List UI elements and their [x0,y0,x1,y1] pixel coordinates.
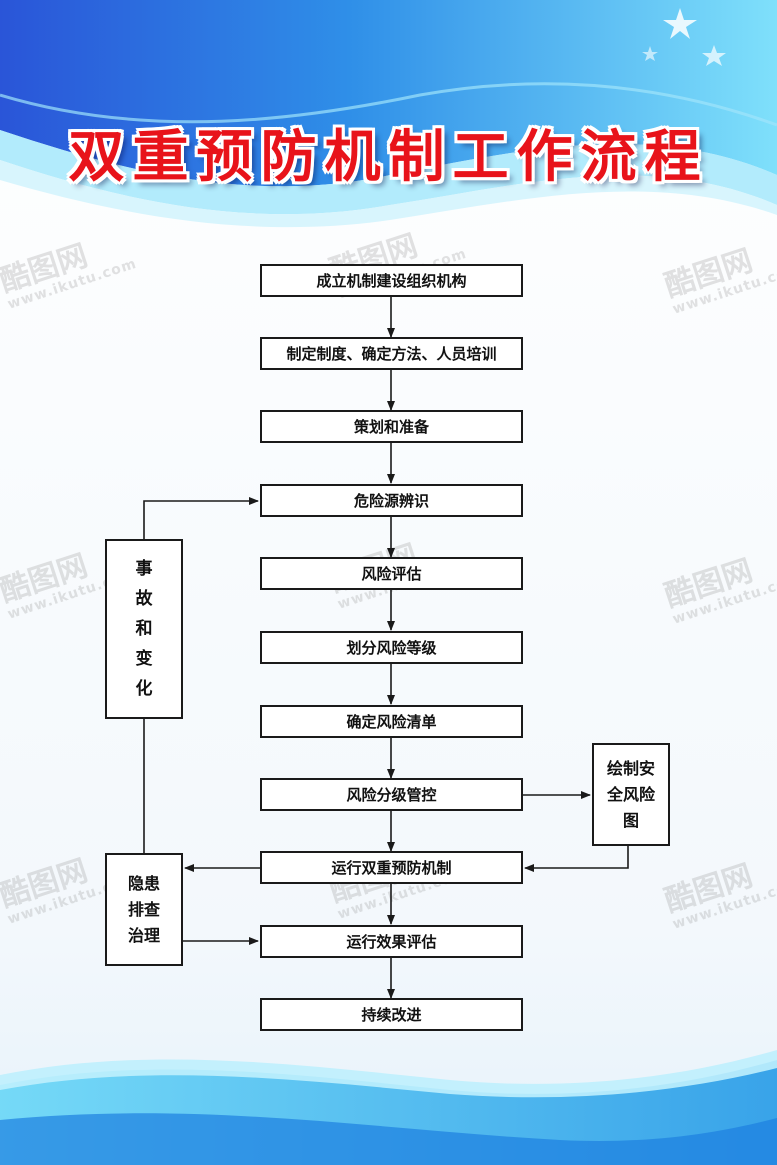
side-hazard-governance: 隐患 排查 治理 [105,853,183,966]
step-effect-evaluation: 运行效果评估 [260,925,523,958]
step-risk-control: 风险分级管控 [260,778,523,811]
step-establish-organization: 成立机制建设组织机构 [260,264,523,297]
step-formulate-system: 制定制度、确定方法、人员培训 [260,337,523,370]
step-risk-grading: 划分风险等级 [260,631,523,664]
step-run-mechanism: 运行双重预防机制 [260,851,523,884]
step-continuous-improvement: 持续改进 [260,998,523,1031]
step-risk-list: 确定风险清单 [260,705,523,738]
side-accident-change: 事 故 和 变 化 [105,539,183,719]
arrow-accident-to-identification [143,497,259,539]
step-risk-assessment: 风险评估 [260,557,523,590]
page-title: 双重预防机制工作流程 [68,125,709,190]
side-safety-risk-map: 绘制安 全风险 图 [592,743,670,846]
step-planning-preparation: 策划和准备 [260,410,523,443]
arrow-map-to-run [524,846,629,872]
step-hazard-identification: 危险源辨识 [260,484,523,517]
